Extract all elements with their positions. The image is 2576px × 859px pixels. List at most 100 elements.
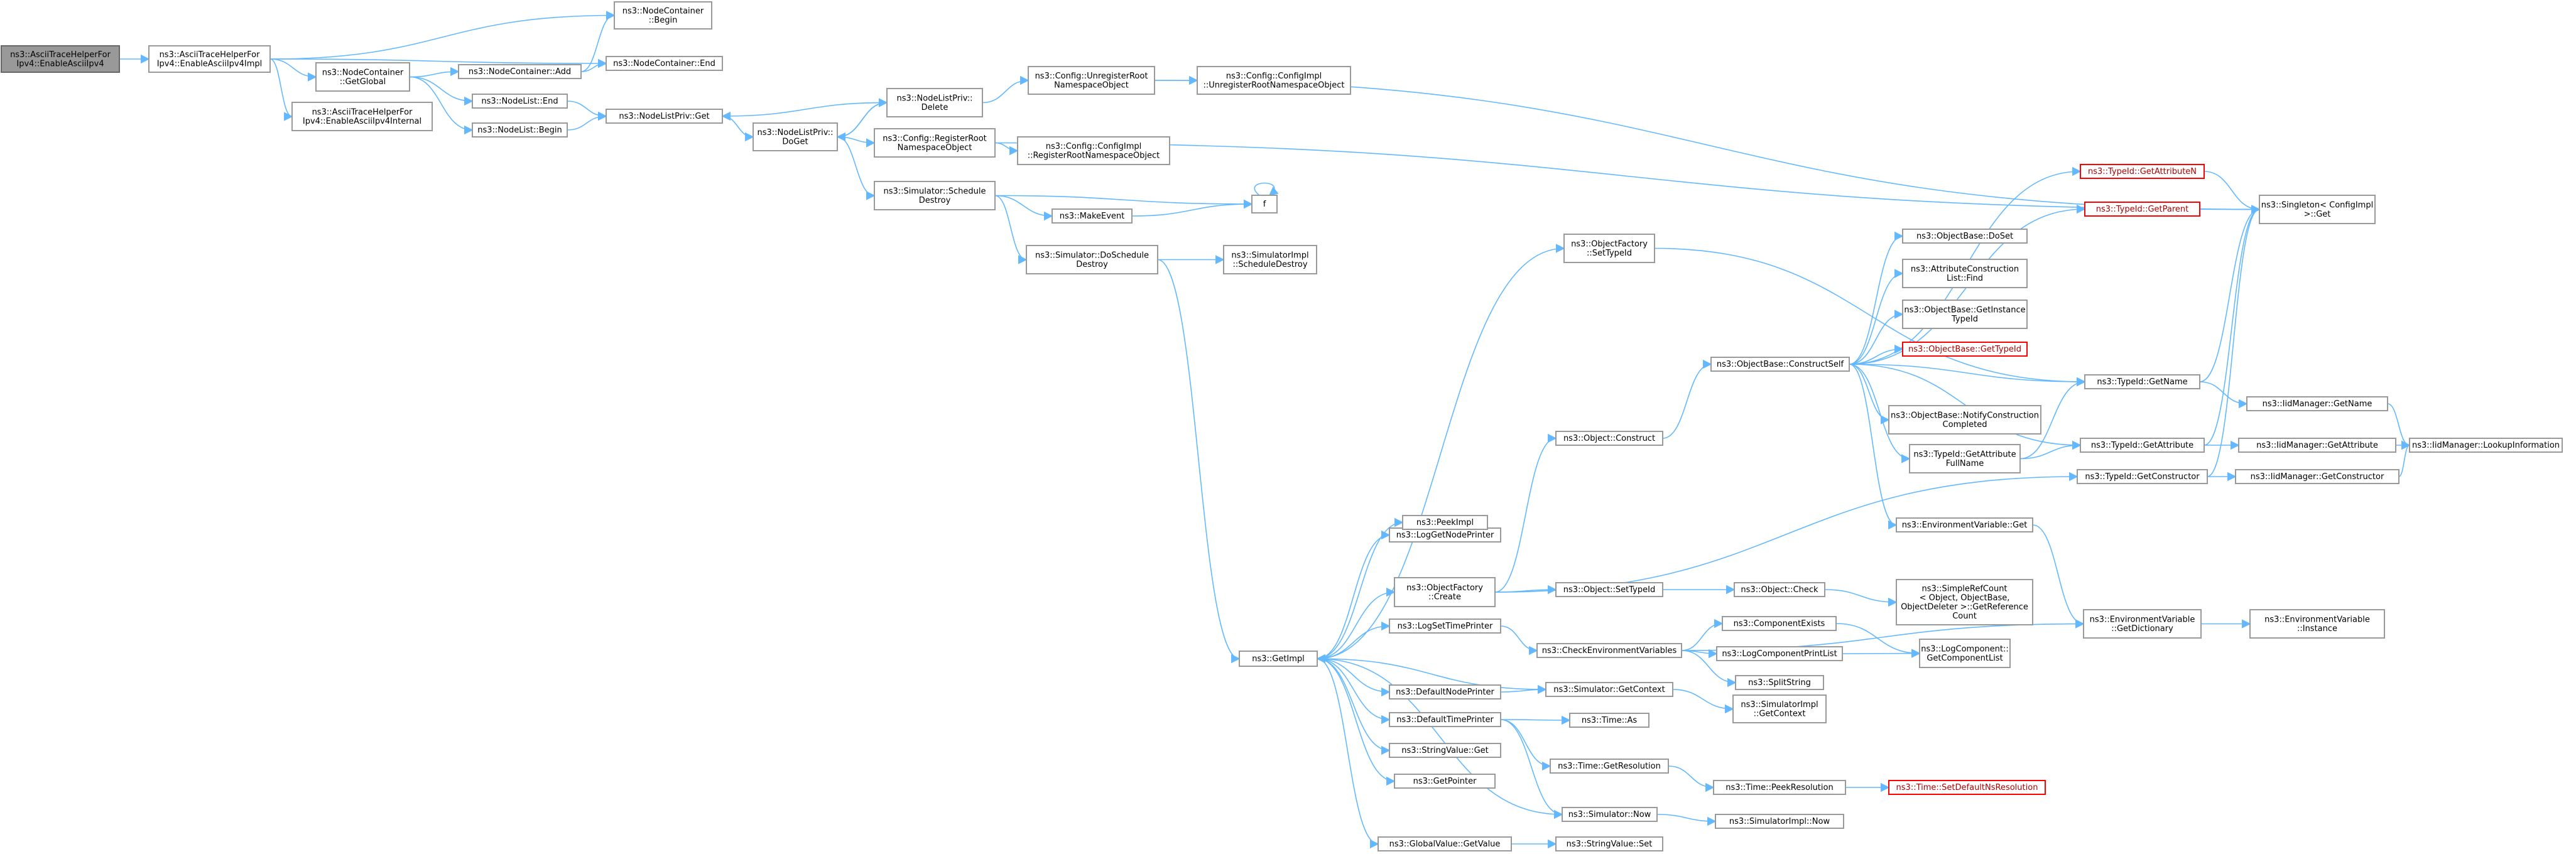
graph-node-time-peek-res[interactable]: ns3::Time::PeekResolution <box>1713 780 1846 795</box>
graph-node-nc-end[interactable]: ns3::NodeContainer::End <box>606 56 723 71</box>
graph-node-ob-do-set[interactable]: ns3::ObjectBase::DoSet <box>1902 229 2028 244</box>
edge-ncAdd-to-ncBegin <box>580 11 616 72</box>
graph-node-env-get[interactable]: ns3::EnvironmentVariable::Get <box>1896 517 2033 532</box>
node-label: ns3::Simulator::DoSchedule <box>1035 251 1149 260</box>
graph-node-def-time-printer[interactable]: ns3::DefaultTimePrinter <box>1389 712 1501 727</box>
graph-node-time-set-default[interactable]: ns3::Time::SetDefaultNsResolution <box>1888 780 2046 795</box>
graph-node-root[interactable]: ns3::AsciiTraceHelperForIpv4::EnableAsci… <box>1 45 120 73</box>
graph-node-time-get-res[interactable]: ns3::Time::GetResolution <box>1550 759 1669 774</box>
edge-tidGetAttr-to-singleton <box>2204 205 2261 446</box>
graph-node-cfg-reg[interactable]: ns3::Config::RegisterRootNamespaceObject <box>874 128 996 158</box>
graph-node-fnode[interactable]: f <box>1251 195 1278 213</box>
graph-node-sim-impl-ctx[interactable]: ns3::SimulatorImpl::GetContext <box>1732 694 1827 723</box>
graph-node-nc-get-global[interactable]: ns3::NodeContainer::GetGlobal <box>315 62 410 92</box>
graph-node-tid-get-parent[interactable]: ns3::TypeId::GetParent <box>2084 202 2200 217</box>
graph-node-log-comp-get-list[interactable]: ns3::LogComponent::GetComponentList <box>1919 639 2011 668</box>
edge-ncGetGlobal-to-nlBegin <box>409 76 474 135</box>
node-label: ns3::SimpleRefCount <box>1921 584 2007 593</box>
graph-node-get-impl[interactable]: ns3::GetImpl <box>1239 651 1318 667</box>
graph-node-sim-impl-sched[interactable]: ns3::SimulatorImpl::ScheduleDestroy <box>1223 245 1317 274</box>
graph-node-iid-get-ctor[interactable]: ns3::IidManager::GetConstructor <box>2235 469 2399 484</box>
graph-node-comp-exists[interactable]: ns3::ComponentExists <box>1722 616 1837 631</box>
node-label: FullName <box>1946 459 1984 468</box>
graph-node-cfg-impl-unreg[interactable]: ns3::Config::ConfigImpl::UnregisterRootN… <box>1197 66 1351 95</box>
graph-node-env-instance[interactable]: ns3::EnvironmentVariable::Instance <box>2249 609 2385 639</box>
graph-node-log-node-printer[interactable]: ns3::LogGetNodePrinter <box>1389 527 1501 543</box>
node-box <box>315 62 410 92</box>
edge-nlpGet-to-nlpDoGet <box>722 116 754 142</box>
graph-node-nl-begin[interactable]: ns3::NodeList::Begin <box>472 122 568 138</box>
node-label: ns3::AsciiTraceHelperFor <box>312 107 413 117</box>
edge-simSchedDestroy-to-fnode <box>994 195 1253 209</box>
node-box <box>2238 438 2396 453</box>
graph-node-time-as[interactable]: ns3::Time::As <box>1569 713 1649 728</box>
edge-obConstructSelf-to-attrFind <box>1849 269 1904 365</box>
graph-node-enable-impl[interactable]: ns3::AsciiTraceHelperForIpv4::EnableAsci… <box>148 45 271 73</box>
node-label: >::Get <box>2304 210 2331 219</box>
graph-node-cfg-impl-reg[interactable]: ns3::Config::ConfigImpl::RegisterRootNam… <box>1017 136 1170 165</box>
graph-node-gv-get-value[interactable]: ns3::GlobalValue::GetValue <box>1378 836 1512 851</box>
graph-node-obj-construct[interactable]: ns3::Object::Construct <box>1555 431 1663 446</box>
graph-node-split-string[interactable]: ns3::SplitString <box>1735 675 1824 690</box>
node-box <box>1888 780 2046 795</box>
graph-node-enable-internal[interactable]: ns3::AsciiTraceHelperForIpv4::EnableAsci… <box>291 102 433 131</box>
edge-simDoSched-to-getImpl <box>1157 259 1241 664</box>
graph-node-iid-get-name[interactable]: ns3::IidManager::GetName <box>2246 396 2388 411</box>
graph-node-tid-get-attr[interactable]: ns3::TypeId::GetAttribute <box>2080 438 2205 453</box>
graph-node-nlp-get[interactable]: ns3::NodeListPriv::Get <box>606 109 723 124</box>
graph-node-env-get-dict[interactable]: ns3::EnvironmentVariable::GetDictionary <box>2083 609 2202 639</box>
node-label: ns3::Time::GetResolution <box>1558 762 1661 771</box>
graph-node-check-env[interactable]: ns3::CheckEnvironmentVariables <box>1536 643 1682 658</box>
node-label: ns3::IidManager::GetConstructor <box>2251 472 2384 482</box>
graph-node-str-val-get[interactable]: ns3::StringValue::Get <box>1389 743 1501 758</box>
graph-node-log-comp-print[interactable]: ns3::LogComponentPrintList <box>1716 646 1843 661</box>
graph-node-sim-impl-now[interactable]: ns3::SimulatorImpl::Now <box>1715 814 1844 829</box>
graph-node-nl-end[interactable]: ns3::NodeList::End <box>472 94 568 109</box>
node-box <box>1026 245 1158 274</box>
edge-obConstructSelf-to-obDoSet <box>1849 231 1904 365</box>
edge-simSchedDestroy-to-makeEvent <box>994 195 1053 221</box>
edge-compExists-to-logCompGetList <box>1835 623 1921 658</box>
graph-node-simple-ref[interactable]: ns3::SimpleRefCount< Object, ObjectBase,… <box>1896 579 2033 625</box>
graph-node-sim-now[interactable]: ns3::Simulator::Now <box>1562 807 1658 822</box>
graph-node-of-set-type-id[interactable]: ns3::ObjectFactory::SetTypeId <box>1563 234 1655 263</box>
edge-objConstruct-to-obConstructSelf <box>1662 359 1712 439</box>
graph-node-obj-check[interactable]: ns3::Object::Check <box>1734 582 1825 597</box>
graph-node-iid-lookup[interactable]: ns3::IidManager::LookupInformation <box>2409 438 2563 453</box>
graph-node-nlp-delete[interactable]: ns3::NodeListPriv::Delete <box>886 88 983 117</box>
graph-node-obj-set-type-id[interactable]: ns3::Object::SetTypeId <box>1555 582 1663 597</box>
graph-node-peek-impl[interactable]: ns3::PeekImpl <box>1402 515 1488 530</box>
graph-node-of-create[interactable]: ns3::ObjectFactory::Create <box>1394 577 1496 607</box>
node-label: Delete <box>921 103 948 112</box>
graph-node-cfg-unreg[interactable]: ns3::Config::UnregisterRootNamespaceObje… <box>1028 66 1155 95</box>
graph-node-iid-get-attr[interactable]: ns3::IidManager::GetAttribute <box>2238 438 2396 453</box>
edge-tidGetCtor-to-singleton <box>2207 205 2261 477</box>
graph-node-ob-get-type-id[interactable]: ns3::ObjectBase::GetTypeId <box>1902 342 2028 357</box>
graph-node-nlp-do-get[interactable]: ns3::NodeListPriv::DoGet <box>753 122 838 151</box>
graph-node-ob-construct-self[interactable]: ns3::ObjectBase::ConstructSelf <box>1710 357 1850 372</box>
graph-node-tid-get-attr-n[interactable]: ns3::TypeId::GetAttributeN <box>2080 164 2205 179</box>
edge-obConstructSelf-to-obGetInstance <box>1849 310 1904 365</box>
graph-node-singleton[interactable]: ns3::Singleton< ConfigImpl>::Get <box>2259 195 2376 224</box>
graph-node-tid-get-ctor[interactable]: ns3::TypeId::GetConstructor <box>2077 469 2208 484</box>
node-label: ::RegisterRootNamespaceObject <box>1028 151 1160 160</box>
node-box <box>2249 609 2385 639</box>
node-label: ::GetContext <box>1754 709 1806 718</box>
graph-node-sim-sched-destroy[interactable]: ns3::Simulator::ScheduleDestroy <box>874 181 996 210</box>
graph-node-nc-add[interactable]: ns3::NodeContainer::Add <box>458 64 582 79</box>
graph-node-str-val-set[interactable]: ns3::StringValue::Set <box>1555 836 1663 851</box>
graph-node-ob-notify[interactable]: ns3::ObjectBase::NotifyConstructionCompl… <box>1888 405 2041 435</box>
graph-node-make-event[interactable]: ns3::MakeEvent <box>1052 208 1133 224</box>
graph-node-nc-begin[interactable]: ns3::NodeContainer::Begin <box>614 1 712 30</box>
graph-node-log-time-printer[interactable]: ns3::LogSetTimePrinter <box>1389 619 1501 634</box>
graph-node-def-node-printer[interactable]: ns3::DefaultNodePrinter <box>1389 684 1501 700</box>
node-box <box>2084 374 2200 389</box>
edge-objCheck-to-simpleRef <box>1824 589 1898 607</box>
graph-node-sim-get-context[interactable]: ns3::Simulator::GetContext <box>1545 682 1673 697</box>
graph-node-get-pointer[interactable]: ns3::GetPointer <box>1394 774 1496 789</box>
graph-node-tid-get-name[interactable]: ns3::TypeId::GetName <box>2084 374 2200 389</box>
